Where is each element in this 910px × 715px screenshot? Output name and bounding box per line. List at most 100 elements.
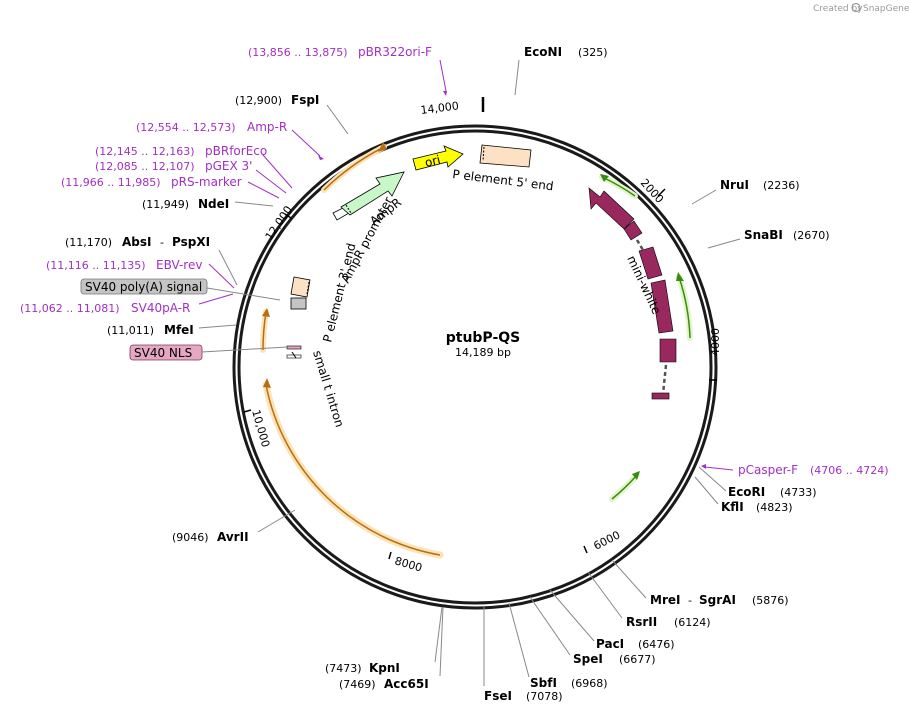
site-separator: - — [160, 236, 164, 249]
tick-label: 14,000 — [420, 99, 460, 117]
site-position: (2236) — [763, 179, 800, 192]
tick-14000: 14,000 — [420, 99, 460, 117]
snapgene-logo-icon — [851, 2, 861, 13]
site-position: (11,949) — [142, 198, 189, 211]
site-name: AbsI — [122, 235, 151, 249]
orf-arrowhead — [600, 174, 609, 182]
tick-label: 6000 — [591, 528, 622, 552]
site-position: (2670) — [793, 229, 830, 242]
site-position: (325) — [578, 46, 608, 59]
backbone-outer-strand — [232, 124, 718, 610]
primer-name: Amp-R — [247, 120, 287, 134]
primer-name: pCasper-F — [738, 463, 798, 477]
site-position: (4823) — [756, 501, 793, 514]
primer-position: (13,856 .. 13,875) — [248, 46, 348, 59]
site-kpni[interactable]: KpnI (7473) — [325, 606, 443, 675]
mini-white-feature[interactable]: mini-white — [588, 187, 677, 400]
site-econi[interactable]: EcoNI (325) — [514, 45, 608, 96]
site-position: (6968) — [571, 677, 608, 690]
site-mfei[interactable]: MfeI (11,011) — [107, 323, 237, 337]
site-sbfi[interactable]: SbfI (6968) — [508, 602, 608, 690]
site-position: (7078) — [526, 690, 563, 703]
site-position: (6677) — [619, 653, 656, 666]
site-position: (9046) — [172, 531, 209, 544]
site-fspi[interactable]: FspI (12,900) — [235, 93, 349, 135]
site-name: AvrII — [217, 530, 249, 544]
tick-8000: 8000 — [388, 551, 424, 575]
orf-arrowhead — [262, 308, 270, 317]
site-rsrii[interactable]: RsrII (6124) — [587, 571, 711, 629]
p-element-3-label: P element 3' end — [320, 242, 358, 344]
site-name: MreI — [650, 593, 680, 607]
site-position: (6476) — [638, 638, 675, 651]
primer-pbrforeco[interactable]: (12,145 .. 12,163) pBRforEco — [95, 144, 293, 189]
site-mrei-sgrai[interactable]: MreI - SgrAI (5876) — [611, 559, 789, 607]
primer-position: (4706 .. 4724) — [810, 464, 889, 477]
credit-text: Created by — [813, 4, 863, 14]
orf-arc[interactable] — [676, 274, 693, 341]
primer-ebv-rev[interactable]: (11,116 .. 11,135) EBV-rev — [46, 258, 235, 289]
site-ecori[interactable]: EcoRI (4733) — [698, 466, 817, 499]
site-name: NruI — [720, 178, 749, 192]
site-ndei[interactable]: NdeI (11,949) — [142, 197, 274, 211]
primer-position: (12,085 .. 12,107) — [95, 160, 195, 173]
site-name: SbfI — [530, 676, 557, 690]
p-element-5-feature[interactable]: P element 5' end — [452, 144, 555, 193]
site-acc65i[interactable]: Acc65I (7469) — [339, 606, 444, 691]
site-separator: - — [688, 594, 692, 607]
site-absi-pspxi[interactable]: AbsI - PspXI (11,170) — [65, 235, 238, 286]
orf-arrowhead — [378, 142, 387, 152]
site-position: (4733) — [780, 486, 817, 499]
primer-pgex3[interactable]: (12,085 .. 12,107) pGEX 3' — [95, 159, 287, 194]
site-position: (5876) — [752, 594, 789, 607]
site-nrui[interactable]: NruI (2236) — [691, 178, 800, 205]
site-paci[interactable]: PacI (6476) — [549, 589, 675, 651]
sv40-nls-label[interactable]: SV40 NLS — [129, 344, 288, 361]
primer-amp-r[interactable]: (12,554 .. 12,573) Amp-R — [136, 120, 324, 160]
site-name: SnaBI — [744, 228, 783, 242]
orf-arc[interactable] — [321, 144, 387, 193]
primer-sv40pa-r[interactable]: (11,062 .. 11,081) SV40pA-R — [20, 293, 234, 315]
orf-arrowhead — [632, 471, 640, 480]
site-spei[interactable]: SpeI (6677) — [529, 596, 656, 666]
orf-arc[interactable] — [262, 381, 444, 559]
backbone-inner-strand — [237, 129, 713, 605]
sv40-polya-signal-label[interactable]: SV40 poly(A) signal — [80, 278, 281, 301]
tick-label: 4000 — [709, 328, 722, 356]
site-name: SpeI — [573, 652, 603, 666]
site-snabi[interactable]: SnaBI (2670) — [707, 228, 830, 249]
boxed-label-text: SV40 poly(A) signal — [85, 280, 202, 294]
site-name: KflI — [721, 500, 744, 514]
plasmid-size: 14,189 bp — [455, 346, 511, 359]
tick-label: 8000 — [393, 554, 423, 574]
site-name: EcoNI — [524, 45, 562, 59]
site-name: Acc65I — [384, 677, 429, 691]
primer-name: EBV-rev — [156, 258, 202, 272]
sv40-nls-feature[interactable] — [286, 345, 302, 359]
site-avrii[interactable]: AvrII (9046) — [172, 509, 296, 544]
brand-text: SnapGene — [863, 4, 910, 14]
primer-pcasper-f[interactable]: pCasper-F (4706 .. 4724) — [701, 463, 889, 477]
orf-arrowhead — [263, 378, 271, 388]
site-fsei[interactable]: FseI (7078) — [483, 607, 563, 703]
sv40-polya-feature[interactable] — [290, 297, 307, 310]
site-name: FseI — [484, 689, 512, 703]
primer-pbr322ori-f[interactable]: (13,856 .. 13,875) pBR322ori-F — [248, 45, 447, 96]
site-name: PacI — [596, 637, 624, 651]
ori-feature[interactable]: ori — [412, 145, 464, 171]
tick-6000: 6000 — [583, 528, 622, 554]
site-kfli[interactable]: KflI (4823) — [694, 476, 793, 514]
p-element-3-feature[interactable]: P element 3' end — [290, 242, 359, 344]
site-position: (6124) — [674, 616, 711, 629]
site-name-2: SgrAI — [699, 593, 736, 607]
site-name: RsrII — [626, 615, 657, 629]
orf-arc-core — [611, 474, 638, 500]
boxed-label-text: SV40 NLS — [134, 346, 192, 360]
primer-prs-marker[interactable]: (11,966 .. 11,985) pRS-marker — [61, 175, 280, 199]
site-position: (12,900) — [235, 94, 282, 107]
tick-4000: 4000 — [709, 328, 722, 381]
primer-name: pGEX 3' — [205, 159, 252, 173]
primer-position: (11,966 .. 11,985) — [61, 176, 161, 189]
